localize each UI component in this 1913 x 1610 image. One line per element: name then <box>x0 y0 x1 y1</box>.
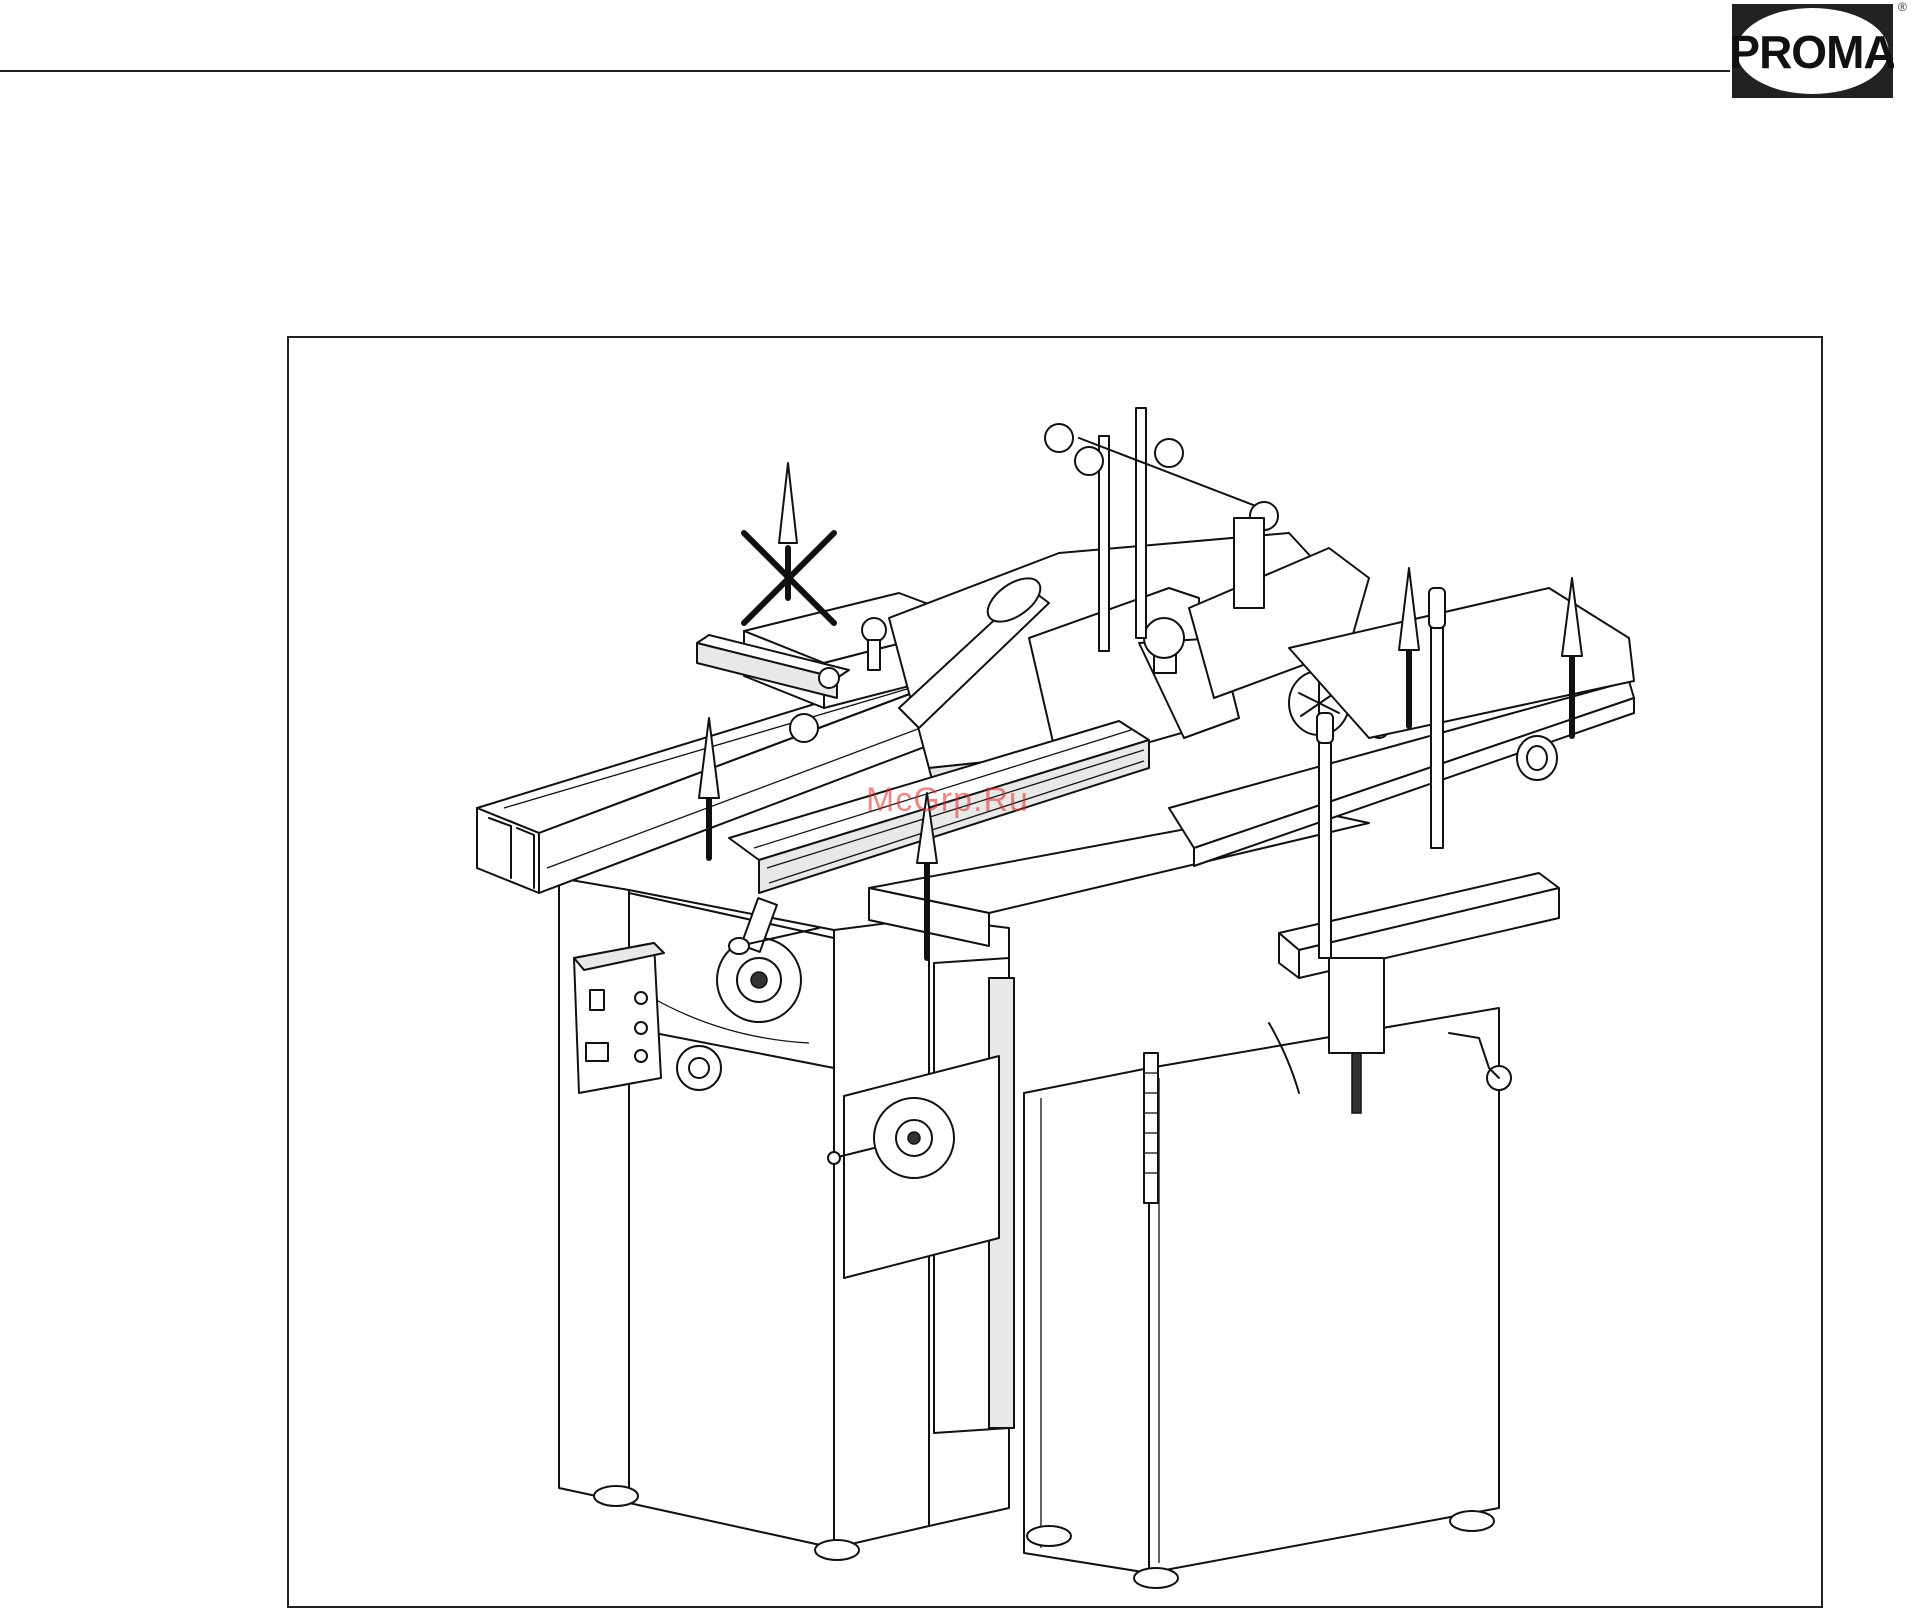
figure-frame: McGrp.Ru <box>287 336 1823 1608</box>
control-box <box>574 943 664 1093</box>
right-cabinet <box>1024 1008 1499 1573</box>
brand-logo-text: PROMA <box>1731 26 1894 78</box>
small-handwheel <box>677 1046 721 1090</box>
far-handwheel <box>1517 736 1557 780</box>
height-scale <box>1144 1053 1158 1203</box>
watermark-text: McGrp.Ru <box>866 781 1029 820</box>
registered-mark: ® <box>1898 0 1907 14</box>
machine-illustration <box>289 338 1825 1610</box>
header-rule <box>0 70 1730 72</box>
brand-logo: PROMA <box>1731 3 1894 99</box>
lift-arrow-crossed <box>744 463 834 623</box>
